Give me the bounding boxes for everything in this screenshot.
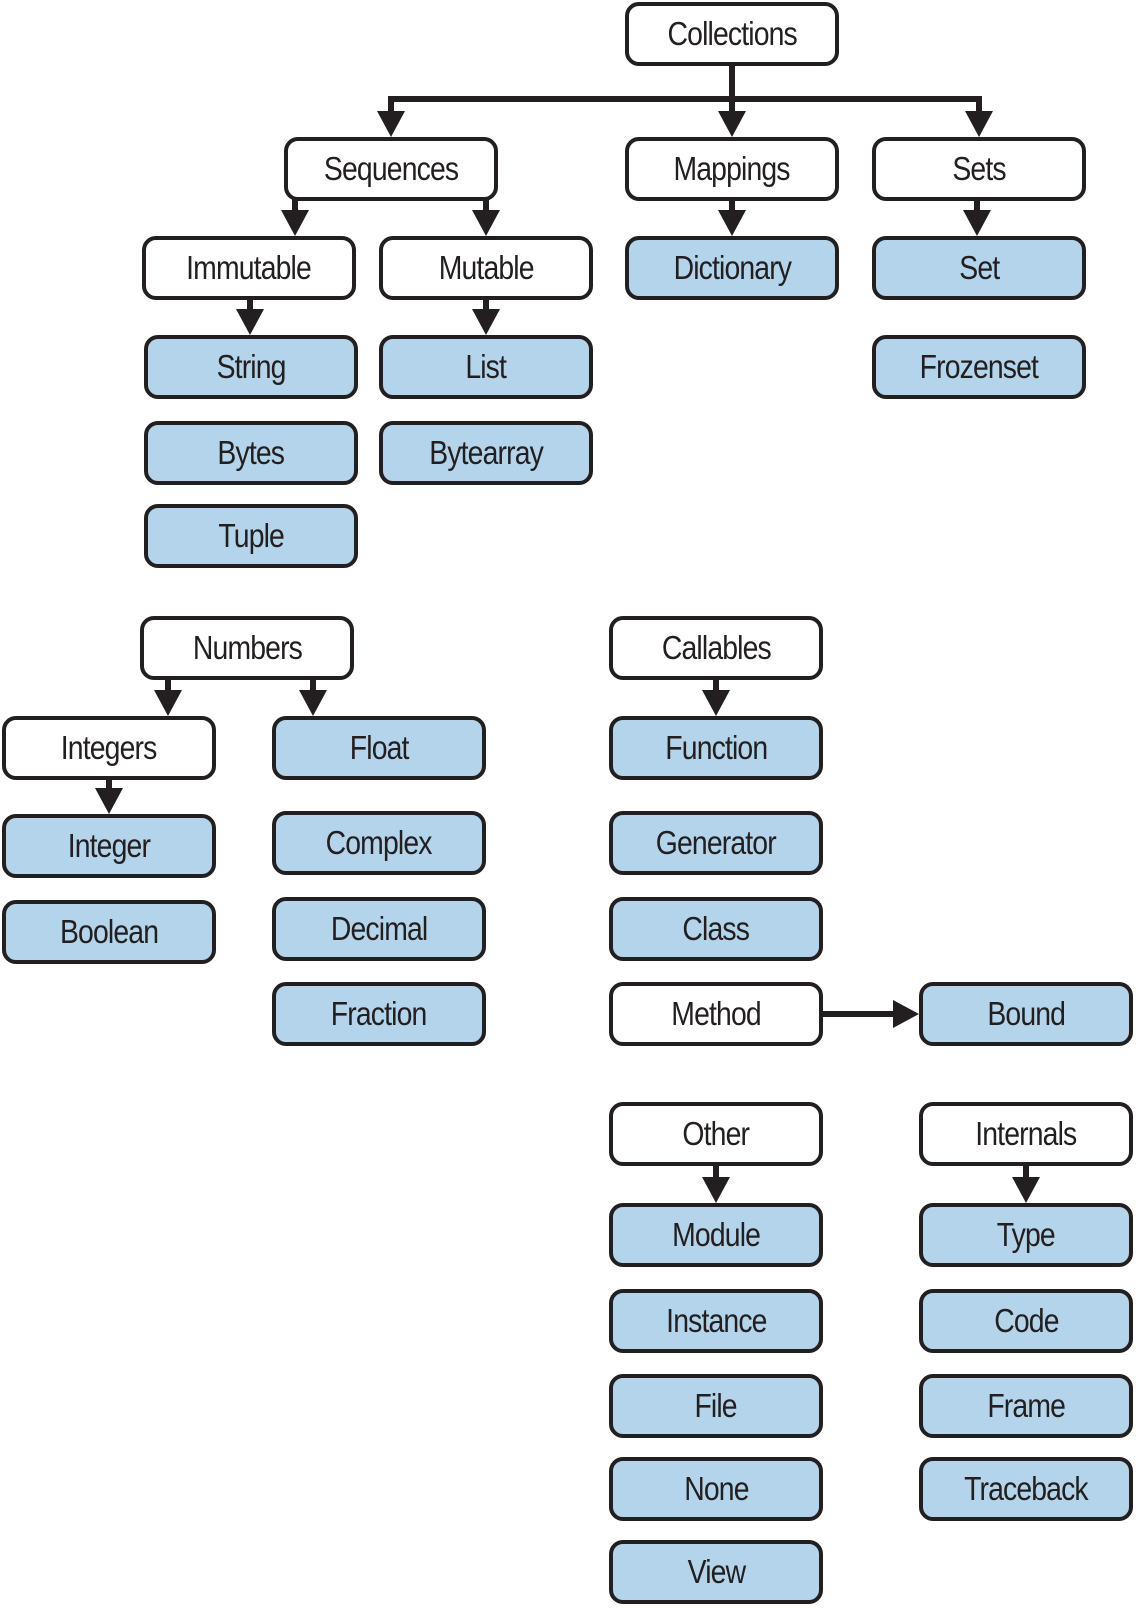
node-mappings: Mappings (625, 137, 839, 201)
node-method: Method (609, 982, 823, 1046)
node-label: Module (672, 1216, 761, 1253)
node-label: Immutable (186, 249, 313, 286)
node-string: String (144, 335, 358, 399)
node-label: String (216, 348, 287, 385)
node-label: Type (996, 1216, 1056, 1253)
node-fraction: Fraction (272, 982, 486, 1046)
node-label: File (694, 1387, 738, 1424)
node-label: Traceback (964, 1470, 1089, 1507)
node-label: Integer (67, 827, 151, 864)
node-label: Other (682, 1115, 751, 1152)
node-label: Instance (665, 1302, 767, 1339)
node-tuple: Tuple (144, 504, 358, 568)
arrow-sequences-mutable (472, 210, 500, 236)
node-label: Generator (655, 824, 777, 861)
node-label: Internals (975, 1115, 1077, 1152)
node-sets: Sets (872, 137, 1086, 201)
node-label: Collections (667, 15, 797, 52)
node-label: View (687, 1553, 745, 1590)
node-instance: Instance (609, 1289, 823, 1353)
arrow-to-sets (965, 111, 993, 137)
arrow-method-bound (893, 1000, 919, 1028)
node-float: Float (272, 716, 486, 780)
node-frozenset: Frozenset (872, 335, 1086, 399)
node-label: Bytearray (429, 434, 544, 471)
arrow-immutable-string (236, 309, 264, 335)
node-frame: Frame (919, 1374, 1133, 1438)
node-label: Code (993, 1302, 1059, 1339)
arrow-internals-type (1012, 1177, 1040, 1203)
node-label: Set (958, 249, 1000, 286)
node-boolean: Boolean (2, 900, 216, 964)
node-dictionary: Dictionary (625, 236, 839, 300)
node-other: Other (609, 1102, 823, 1166)
node-label: Function (665, 729, 768, 766)
arrow-callables-function (702, 690, 730, 716)
arrow-other-module (702, 1177, 730, 1203)
node-file: File (609, 1374, 823, 1438)
node-integer: Integer (2, 814, 216, 878)
node-complex: Complex (272, 811, 486, 875)
node-label: Numbers (192, 629, 302, 666)
node-bound: Bound (919, 982, 1133, 1046)
node-internals: Internals (919, 1102, 1133, 1166)
node-label: Frozenset (919, 348, 1039, 385)
arrow-to-sequences (377, 111, 405, 137)
arrow-mappings-dictionary (718, 210, 746, 236)
node-function: Function (609, 716, 823, 780)
node-integers: Integers (2, 716, 216, 780)
node-label: Sets (952, 150, 1006, 187)
node-label: Bytes (217, 434, 286, 471)
node-module: Module (609, 1203, 823, 1267)
node-mutable: Mutable (379, 236, 593, 300)
node-label: Tuple (218, 517, 285, 554)
node-callables: Callables (609, 616, 823, 680)
node-label: List (465, 348, 508, 385)
node-traceback: Traceback (919, 1457, 1133, 1521)
node-label: Class (682, 910, 751, 947)
node-label: Sequences (323, 150, 459, 187)
node-label: Boolean (59, 913, 159, 950)
node-collections: Collections (625, 2, 839, 66)
node-label: Method (671, 995, 761, 1032)
node-class: Class (609, 897, 823, 961)
node-bytearray: Bytearray (379, 421, 593, 485)
node-bytes: Bytes (144, 421, 358, 485)
node-label: Callables (661, 629, 771, 666)
node-numbers: Numbers (140, 616, 354, 680)
arrow-sets-set (963, 210, 991, 236)
node-type: Type (919, 1203, 1133, 1267)
node-decimal: Decimal (272, 897, 486, 961)
arrow-numbers-integers (154, 690, 182, 716)
arrow-integers-integer (95, 788, 123, 814)
node-generator: Generator (609, 811, 823, 875)
node-label: Mutable (438, 249, 535, 286)
node-label: Float (349, 729, 410, 766)
node-label: Fraction (331, 995, 428, 1032)
node-view: View (609, 1540, 823, 1604)
node-label: Mappings (673, 150, 791, 187)
node-list: List (379, 335, 593, 399)
node-label: Frame (987, 1387, 1066, 1424)
node-label: Decimal (330, 910, 428, 947)
node-set: Set (872, 236, 1086, 300)
node-label: None (683, 1470, 749, 1507)
node-sequences: Sequences (284, 137, 498, 201)
node-label: Complex (326, 824, 433, 861)
node-label: Bound (987, 995, 1066, 1032)
node-label: Dictionary (673, 249, 791, 286)
node-code: Code (919, 1289, 1133, 1353)
node-label: Integers (61, 729, 158, 766)
arrow-mutable-list (472, 309, 500, 335)
node-immutable: Immutable (142, 236, 356, 300)
arrow-sequences-immutable (281, 210, 309, 236)
node-none: None (609, 1457, 823, 1521)
arrow-to-mappings (718, 111, 746, 137)
arrow-numbers-float (299, 690, 327, 716)
